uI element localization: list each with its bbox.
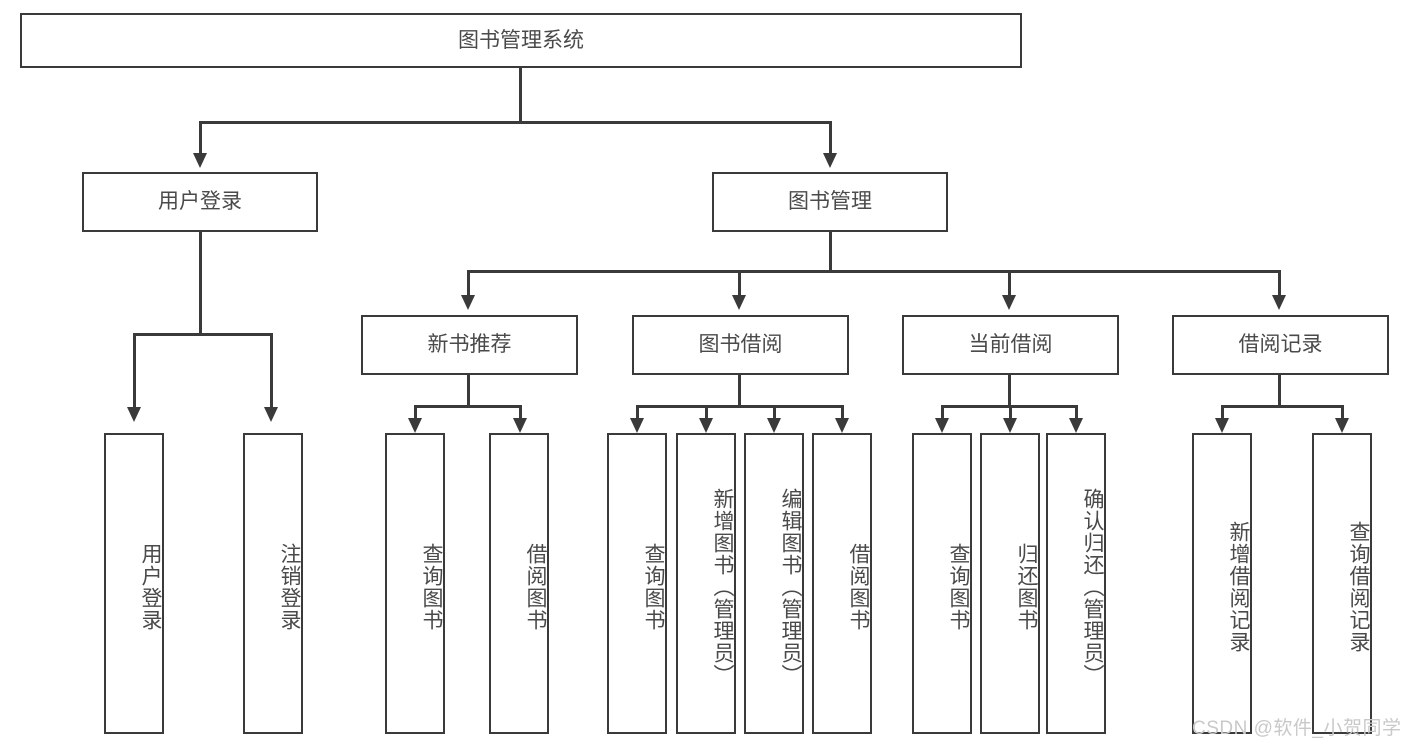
- leaf-logout[interactable]: 注销登录: [243, 433, 303, 734]
- node-label: 注销登录: [278, 542, 301, 631]
- csdn-watermark: CSDN @软件_小贺同学: [1192, 718, 1402, 739]
- connector-root-to-book-mgmt: [829, 121, 832, 155]
- node-book-management[interactable]: 图书管理: [712, 172, 948, 232]
- node-label: 归还图书: [1015, 542, 1038, 631]
- connector-to-leaf-user-login: [133, 333, 136, 409]
- node-label: 查询图书: [642, 542, 665, 631]
- connector-borrow-record-bus: [1221, 405, 1343, 408]
- arrowhead-book-borrow-leaf-2: [699, 418, 713, 433]
- leaf-current-query-book[interactable]: 查询图书: [912, 433, 972, 734]
- connector-to-leaf-logout: [270, 333, 273, 409]
- arrowhead-current-borrow: [1002, 295, 1016, 310]
- connector-root-bus: [199, 121, 831, 124]
- arrowhead-book-mgmt: [823, 153, 837, 168]
- node-label: 借阅记录: [1238, 333, 1323, 357]
- leaf-record-add[interactable]: 新增借阅记录: [1192, 433, 1252, 734]
- arrowhead-borrow-record-leaf-2: [1335, 418, 1349, 433]
- connector-to-borrow-record: [1278, 270, 1281, 297]
- arrowhead-current-borrow-leaf-3: [1069, 418, 1083, 433]
- connector-current-borrow-stem: [1008, 375, 1011, 407]
- connector-book-borrow-leaf-2: [705, 405, 708, 421]
- leaf-user-login[interactable]: 用户登录: [104, 433, 164, 734]
- connector-to-new-book: [467, 270, 470, 297]
- connector-book-borrow-leaf-1: [636, 405, 639, 421]
- arrowhead-current-borrow-leaf-2: [1003, 418, 1017, 433]
- node-borrow-record[interactable]: 借阅记录: [1172, 315, 1389, 375]
- node-label: 图书借阅: [698, 333, 783, 357]
- connector-book-borrow-stem: [738, 375, 741, 407]
- node-label: 图书管理系统: [458, 28, 584, 52]
- leaf-current-return-book[interactable]: 归还图书: [980, 433, 1040, 734]
- leaf-borrow-edit-book[interactable]: 编辑图书（管理员）: [744, 433, 804, 734]
- node-current-borrow[interactable]: 当前借阅: [902, 315, 1119, 375]
- connector-borrow-record-leaf-2: [1341, 405, 1344, 421]
- connector-current-borrow-leaf-1: [941, 405, 944, 421]
- arrowhead-new-book-leaf-2: [513, 418, 527, 433]
- connector-root-stem: [519, 68, 522, 123]
- node-label: 编辑图书（管理员）: [779, 487, 802, 686]
- connector-borrow-record-leaf-1: [1221, 405, 1224, 421]
- node-root-system[interactable]: 图书管理系统: [20, 13, 1022, 68]
- arrowhead-new-book: [461, 295, 475, 310]
- connector-to-book-borrow: [738, 270, 741, 297]
- node-label: 用户登录: [158, 190, 242, 214]
- connector-level3-bus: [467, 270, 1280, 273]
- connector-new-book-bus: [414, 405, 522, 408]
- node-label: 新增借阅记录: [1227, 520, 1250, 653]
- node-label: 当前借阅: [968, 333, 1053, 357]
- arrowhead-borrow-record-leaf-1: [1215, 418, 1229, 433]
- node-label: 查询借阅记录: [1347, 520, 1370, 653]
- leaf-new-book-query[interactable]: 查询图书: [385, 433, 445, 734]
- leaf-record-query[interactable]: 查询借阅记录: [1312, 433, 1372, 734]
- leaf-current-confirm-return[interactable]: 确认归还（管理员）: [1046, 433, 1106, 734]
- connector-current-borrow-leaf-2: [1009, 405, 1012, 421]
- connector-new-book-leaf-1: [414, 405, 417, 421]
- connector-book-borrow-leaf-3: [773, 405, 776, 421]
- arrowhead-book-borrow-leaf-4: [835, 418, 849, 433]
- node-label: 确认归还（管理员）: [1081, 487, 1104, 686]
- connector-to-current-borrow: [1008, 270, 1011, 297]
- node-label: 用户登录: [139, 542, 162, 631]
- node-label: 借阅图书: [847, 542, 870, 631]
- arrowhead-user-login: [193, 153, 207, 168]
- node-user-login[interactable]: 用户登录: [82, 172, 318, 232]
- connector-user-login-bus: [133, 333, 272, 336]
- node-label: 新书推荐: [427, 333, 512, 357]
- connector-new-book-leaf-2: [519, 405, 522, 421]
- connector-current-borrow-leaf-3: [1075, 405, 1078, 421]
- leaf-borrow-query-book[interactable]: 查询图书: [607, 433, 667, 734]
- arrowhead-leaf-user-login: [127, 407, 141, 422]
- connector-book-borrow-leaf-4: [841, 405, 844, 421]
- arrowhead-book-borrow-leaf-3: [767, 418, 781, 433]
- node-label: 图书管理: [788, 190, 872, 214]
- node-label: 查询图书: [947, 542, 970, 631]
- connector-book-borrow-bus: [636, 405, 844, 408]
- node-book-borrow[interactable]: 图书借阅: [632, 315, 849, 375]
- node-label: 借阅图书: [524, 542, 547, 631]
- node-label: 新增图书（管理员）: [711, 487, 734, 686]
- leaf-borrow-add-book[interactable]: 新增图书（管理员）: [676, 433, 736, 734]
- arrowhead-leaf-logout: [264, 407, 278, 422]
- leaf-new-book-borrow[interactable]: 借阅图书: [489, 433, 549, 734]
- connector-borrow-record-stem: [1278, 375, 1281, 407]
- connector-new-book-stem: [467, 375, 470, 407]
- arrowhead-book-borrow: [732, 295, 746, 310]
- arrowhead-new-book-leaf-1: [408, 418, 422, 433]
- connector-book-mgmt-stem: [829, 232, 832, 272]
- arrowhead-borrow-record: [1272, 295, 1286, 310]
- arrowhead-current-borrow-leaf-1: [935, 418, 949, 433]
- arrowhead-book-borrow-leaf-1: [630, 418, 644, 433]
- leaf-borrow-borrow-book[interactable]: 借阅图书: [812, 433, 872, 734]
- node-new-book-recommend[interactable]: 新书推荐: [361, 315, 578, 375]
- connector-root-to-user-login: [199, 121, 202, 155]
- node-label: 查询图书: [420, 542, 443, 631]
- connector-user-login-stem: [199, 232, 202, 335]
